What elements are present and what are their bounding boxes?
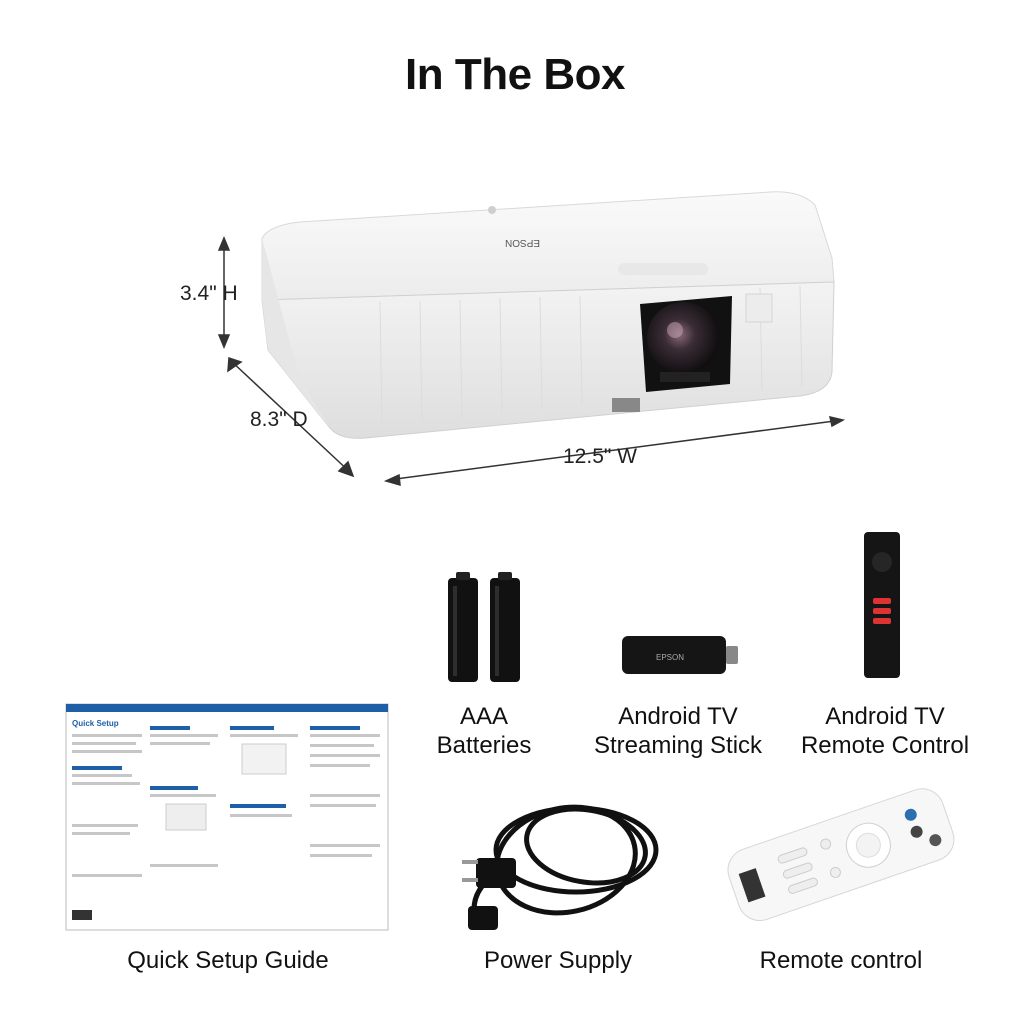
power-supply-image	[462, 804, 659, 930]
remote-control-caption: Remote control	[759, 947, 923, 974]
streaming-stick-caption-line1: Android TV	[618, 703, 738, 730]
remote-control-image	[727, 788, 955, 921]
quick-setup-guide-image: Quick Setup	[65, 703, 389, 931]
power-supply-caption: Power Supply	[483, 947, 633, 974]
batteries-caption-line2: Batteries	[436, 732, 532, 759]
streaming-stick-image: EPSON	[622, 636, 738, 674]
android-tv-remote-caption-line1: Android TV	[825, 703, 945, 730]
streaming-stick-caption: Android TV Streaming Stick	[578, 702, 778, 760]
page-title: In The Box	[405, 50, 625, 99]
batteries-caption-line1: AAA	[459, 703, 509, 730]
batteries-image	[448, 572, 520, 682]
android-tv-remote-image	[864, 532, 900, 678]
quick-setup-guide-caption: Quick Setup Guide	[127, 947, 329, 974]
brand-logo: EPSON	[505, 237, 540, 248]
streaming-stick-caption-line2: Streaming Stick	[593, 732, 763, 759]
height-dimension: 3.4" H	[180, 282, 238, 305]
android-tv-remote-caption-line2: Remote Control	[800, 732, 970, 759]
svg-text:Quick Setup: Quick Setup	[72, 719, 119, 728]
width-dimension: 12.5" W	[563, 445, 637, 468]
depth-dimension: 8.3" D	[250, 408, 308, 431]
batteries-caption: AAA Batteries	[404, 702, 564, 760]
svg-text:EPSON: EPSON	[656, 653, 684, 662]
android-tv-remote-caption: Android TV Remote Control	[790, 702, 980, 760]
